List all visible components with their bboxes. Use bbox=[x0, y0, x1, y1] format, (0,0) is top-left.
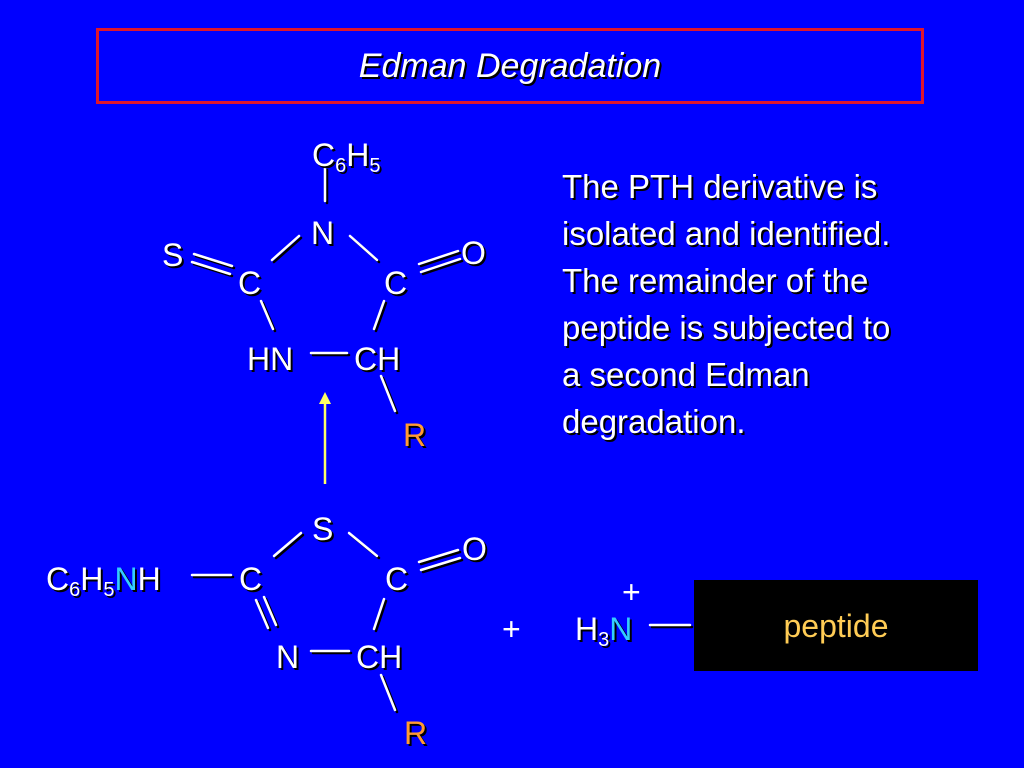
pth-phenyl-h-sub: 5 bbox=[369, 155, 380, 177]
thiazolinone-r-group: R bbox=[404, 715, 427, 751]
pth-atom-c-right: C bbox=[384, 265, 407, 301]
pth-phenyl-h: H bbox=[346, 137, 369, 173]
pth-bond-shadows bbox=[192, 168, 464, 415]
ammonium-charge: + bbox=[622, 574, 641, 610]
arrow-head bbox=[319, 392, 331, 404]
description-line: degradation. bbox=[562, 403, 746, 440]
pth-atom-ch: CH bbox=[354, 341, 400, 377]
thiazolinone-atom-ch: CH bbox=[356, 639, 402, 675]
bond-line bbox=[374, 599, 388, 633]
ammonium-formula: H3N bbox=[575, 611, 632, 651]
peptide-box: peptide bbox=[694, 580, 978, 671]
bond-line bbox=[419, 251, 462, 268]
phenylamine-n: N bbox=[114, 561, 137, 597]
description-line: a second Edman bbox=[562, 356, 810, 393]
thiazolinone-atom-c-right: C bbox=[385, 561, 408, 597]
bond-line bbox=[379, 673, 397, 712]
bond-line bbox=[372, 597, 386, 631]
pth-structure: C6H5 N S C C O HN CH R bbox=[162, 137, 486, 453]
description-line: peptide is subjected to bbox=[562, 309, 891, 346]
thiazolinone-bonds bbox=[190, 531, 462, 712]
pth-atom-n: N bbox=[311, 215, 334, 251]
description-text: The PTH derivative is isolated and ident… bbox=[562, 163, 982, 445]
peptide-label: peptide bbox=[783, 608, 889, 644]
title-frame: Edman Degradation bbox=[96, 28, 924, 104]
phenylamine-h2: H bbox=[138, 561, 161, 597]
thiazolinone-atom-o: O bbox=[462, 531, 487, 567]
phenylamine-c: C bbox=[46, 561, 69, 597]
phenylamine-h-sub: 5 bbox=[103, 579, 114, 601]
bond-line bbox=[419, 556, 462, 572]
thiazolinone-structure: S O C6H5NH C C N CH R bbox=[46, 511, 487, 751]
ammonium-h: H bbox=[575, 611, 598, 647]
bond-line bbox=[419, 550, 462, 566]
reaction-arrow bbox=[319, 392, 331, 484]
bond-line bbox=[262, 595, 278, 627]
bond-line bbox=[272, 236, 303, 264]
bond-line bbox=[192, 252, 234, 268]
thiazolinone-atom-c-left: C bbox=[239, 561, 262, 597]
description-line: The remainder of the bbox=[562, 262, 869, 299]
bond-line bbox=[194, 254, 236, 270]
bond-line bbox=[270, 234, 301, 262]
bond-line bbox=[254, 598, 270, 630]
bond-line bbox=[274, 533, 305, 560]
bond-line bbox=[421, 558, 464, 574]
ammonium-group: + H3N bbox=[575, 574, 694, 651]
thiazolinone-atom-s: S bbox=[312, 511, 333, 547]
bond-line bbox=[417, 249, 460, 266]
pth-atom-c-left: C bbox=[238, 265, 261, 301]
phenylamine-c-sub: 6 bbox=[69, 579, 80, 601]
bond-line bbox=[374, 301, 388, 333]
bond-line bbox=[372, 299, 386, 331]
bond-line bbox=[259, 299, 275, 331]
bond-line bbox=[347, 531, 379, 558]
description-line: The PTH derivative is bbox=[562, 168, 878, 205]
phenylamine-group: C6H5NH bbox=[46, 561, 161, 601]
pth-phenyl-group: C6H5 bbox=[312, 137, 380, 177]
pth-r-group: R bbox=[403, 417, 426, 453]
bond-line bbox=[192, 262, 234, 278]
pth-phenyl-c-sub: 6 bbox=[335, 155, 346, 177]
slide-title: Edman Degradation bbox=[358, 46, 662, 85]
description-line: isolated and identified. bbox=[562, 215, 891, 252]
bond-line bbox=[417, 548, 460, 564]
bond-line bbox=[272, 531, 303, 558]
pth-phenyl-c: C bbox=[312, 137, 335, 173]
pth-atom-s: S bbox=[162, 237, 183, 273]
bond-line bbox=[379, 374, 397, 413]
pth-atom-o: O bbox=[461, 235, 486, 271]
bond-line bbox=[190, 260, 232, 276]
ammonium-n: N bbox=[609, 611, 632, 647]
bond-line bbox=[421, 259, 464, 276]
phenylamine-h: H bbox=[80, 561, 103, 597]
pth-bonds bbox=[190, 166, 462, 413]
ammonium-h-sub: 3 bbox=[598, 629, 609, 651]
bond-line bbox=[348, 234, 379, 262]
bond-line bbox=[419, 257, 462, 274]
thiazolinone-atom-n: N bbox=[276, 639, 299, 675]
pth-atom-hn: HN bbox=[247, 341, 293, 377]
plus-sign: + bbox=[502, 611, 521, 647]
